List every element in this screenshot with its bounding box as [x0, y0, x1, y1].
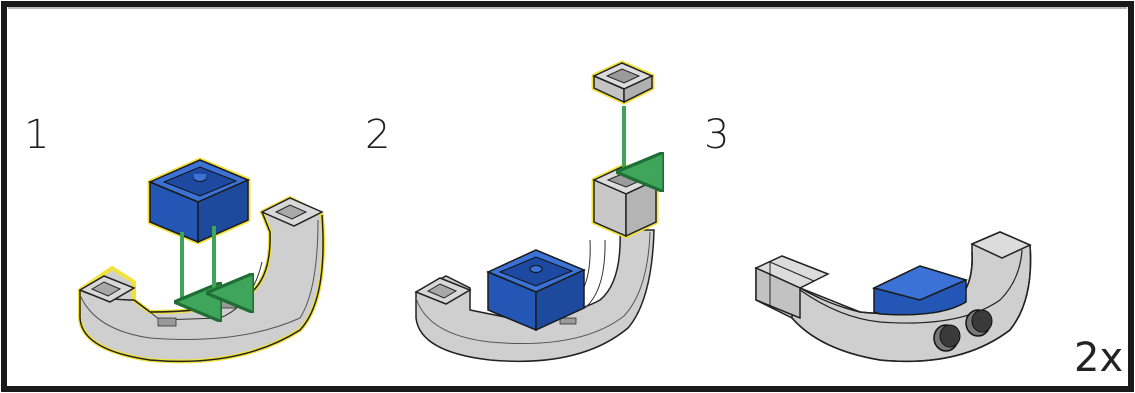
round-stud — [965, 309, 993, 337]
square-post-part — [591, 163, 659, 239]
finished-assembly — [754, 231, 1032, 363]
step-3-illustration — [754, 231, 1032, 363]
quantity-label: 2x — [1074, 335, 1124, 381]
blue-brick-part — [147, 157, 251, 245]
round-stud — [933, 324, 961, 352]
step-number-2: 2 — [365, 112, 391, 158]
small-tile-part — [591, 60, 655, 105]
u-frame-part — [78, 196, 326, 364]
step-number-3: 3 — [704, 112, 730, 158]
step-1-illustration — [78, 157, 326, 364]
blue-brick-part — [486, 249, 586, 332]
step-2-illustration — [414, 60, 659, 363]
u-frame-part — [414, 229, 655, 363]
step-number-1: 1 — [24, 112, 50, 158]
